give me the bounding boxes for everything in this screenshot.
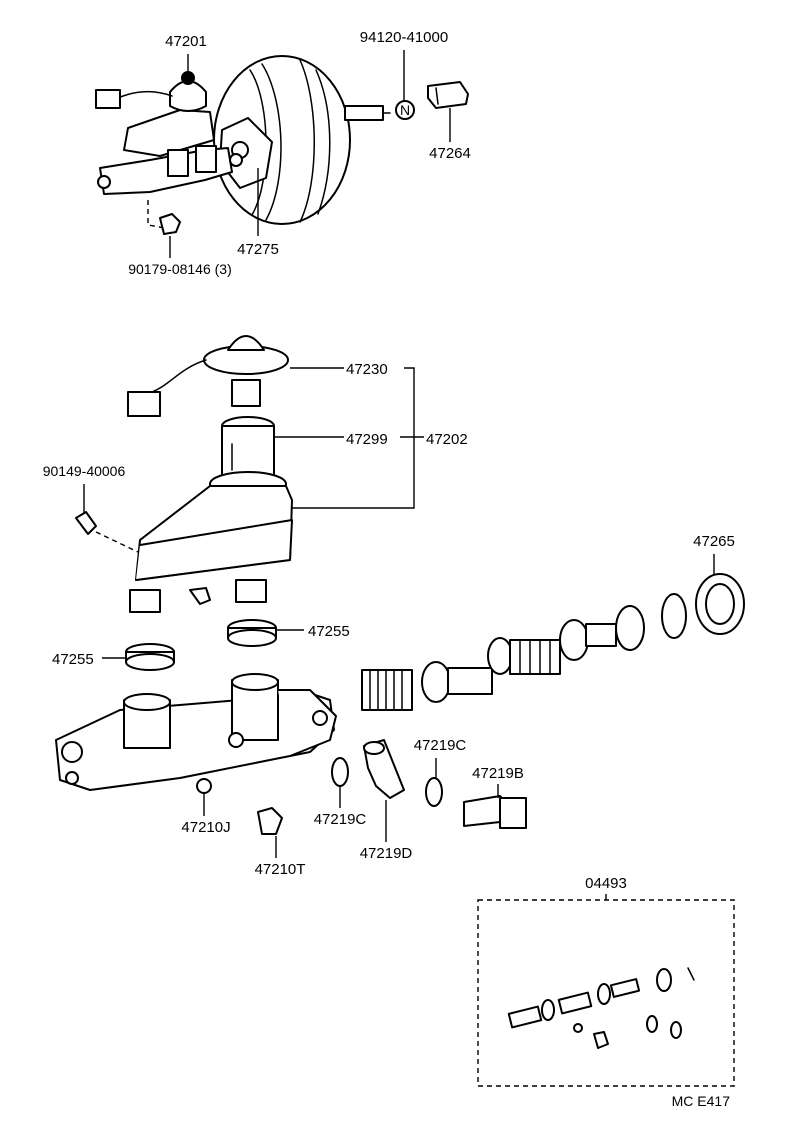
label-47219b: 47219B <box>472 765 524 782</box>
brake-booster-assembly: N <box>95 55 469 235</box>
label-47264: 47264 <box>429 145 471 162</box>
sensor-connector <box>95 89 121 109</box>
label-47219d: 47219D <box>360 845 413 862</box>
label-47201: 47201 <box>165 33 207 50</box>
gasket-47210j <box>196 778 212 794</box>
clevis-47264 <box>427 81 469 109</box>
label-47219c-left: 47219C <box>314 811 367 828</box>
label-47219c-right: 47219C <box>414 737 467 754</box>
label-47265: 47265 <box>693 533 735 550</box>
repair-kit-04493-box <box>477 899 735 1087</box>
label-47230: 47230 <box>346 361 388 378</box>
piston-assembly <box>361 605 645 711</box>
stop-bolt-47210t <box>257 807 283 835</box>
label-90149-40006: 90149-40006 <box>43 463 126 479</box>
gasket-47219c-left <box>331 757 349 787</box>
repair-kit-contents <box>507 967 695 1049</box>
label-47275: 47275 <box>237 241 279 258</box>
master-cylinder-body <box>55 673 337 791</box>
reservoir-assembly <box>127 335 293 613</box>
label-47255-right: 47255 <box>308 623 350 640</box>
label-90179-08146: 90179-08146 (3) <box>128 261 232 277</box>
reference-code: MC E417 <box>672 1093 731 1109</box>
reservoir-cap-47201 <box>169 80 207 112</box>
label-94120-41000: 94120-41000 <box>360 29 448 46</box>
label-04493: 04493 <box>585 875 627 892</box>
screw-90149 <box>75 511 97 535</box>
nut-90179 <box>159 213 181 235</box>
nut-94120 <box>395 100 415 120</box>
snap-ring <box>661 593 687 639</box>
label-47255-left: 47255 <box>52 651 94 668</box>
label-47202: 47202 <box>426 431 468 448</box>
fluid-level-connector <box>127 391 161 417</box>
label-47210t: 47210T <box>255 861 306 878</box>
gasket-47219c-right <box>425 777 443 807</box>
label-47299: 47299 <box>346 431 388 448</box>
label-47210j: 47210J <box>181 819 230 836</box>
nut-letter: N <box>400 102 410 118</box>
